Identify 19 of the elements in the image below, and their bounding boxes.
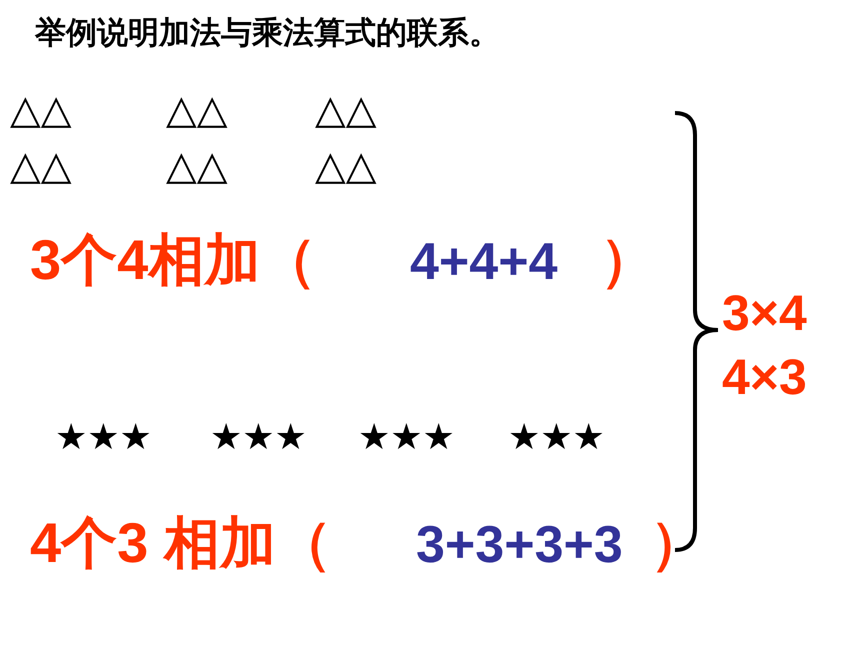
text-label: 3个4相加（	[30, 232, 316, 288]
triangle-symbols: △△	[10, 90, 72, 130]
text-label: 4个3 相加（	[30, 515, 332, 571]
expression-label: 3+3+3+3	[416, 519, 623, 571]
triangle-symbols: △△	[166, 146, 228, 186]
product-label: 4×3	[722, 352, 807, 402]
parenthesis: ）	[600, 232, 656, 288]
star-symbols: ★★★	[358, 420, 455, 456]
star-symbols: ★★★	[508, 420, 605, 456]
triangle-symbols: △△	[315, 90, 377, 130]
triangle-symbols: △△	[315, 146, 377, 186]
triangle-symbols: △△	[10, 146, 72, 186]
triangle-symbols: △△	[166, 90, 228, 130]
star-symbols: ★★★	[210, 420, 307, 456]
title: 举例说明加法与乘法算式的联系。	[35, 18, 500, 49]
product-label: 3×4	[722, 288, 807, 338]
star-symbols: ★★★	[55, 420, 152, 456]
expression-label: 4+4+4	[410, 236, 558, 288]
parenthesis: ）	[650, 515, 706, 571]
